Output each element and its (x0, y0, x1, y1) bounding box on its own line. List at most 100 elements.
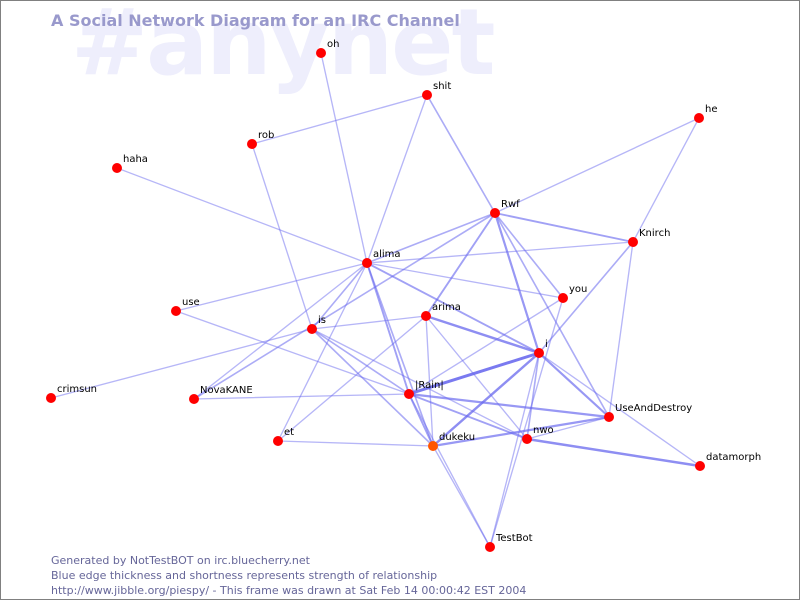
node-dot[interactable] (422, 90, 432, 100)
edge-rob-shit (251, 94, 428, 145)
node-dot[interactable] (694, 113, 704, 123)
node-dot[interactable] (273, 436, 283, 446)
edge-arima-dukeku (425, 315, 434, 447)
edge-i-dukeku (431, 351, 541, 448)
node-novakane[interactable]: NovaKANE (189, 385, 253, 404)
edge-alima-dukeku (366, 262, 434, 447)
edge-oh-alima (320, 52, 368, 264)
node-dot[interactable] (428, 441, 438, 451)
edge-shit-alima (366, 94, 428, 264)
node-datamorph[interactable]: datamorph (695, 452, 761, 471)
edge-he-knirch (632, 117, 700, 243)
edge-dukeku-useanddestroy (431, 415, 611, 448)
edge-is-crimsun (50, 328, 313, 399)
node-label: you (569, 284, 587, 295)
edge-arima-is (311, 315, 427, 330)
node-dot[interactable] (307, 324, 317, 334)
edge-rwf-arima (425, 212, 496, 317)
node-crimsun[interactable]: crimsun (46, 384, 97, 403)
footer-generated-by: Generated by NotTestBOT on irc.bluecherr… (51, 554, 310, 567)
node-i[interactable]: i (534, 339, 548, 358)
edge-dukeku-testbot (432, 445, 491, 548)
node-dot[interactable] (316, 48, 326, 58)
node-dot[interactable] (485, 542, 495, 552)
edge-nwo-datamorph (525, 437, 702, 468)
edge-rain-useanddestroy (407, 392, 611, 419)
node-dot[interactable] (490, 208, 500, 218)
edge-rwf-you (494, 212, 564, 299)
edge-i-rain (407, 351, 541, 396)
node-et[interactable]: et (273, 427, 294, 446)
edge-shit-rwf (426, 94, 496, 214)
node-label: i (545, 339, 548, 350)
edge-i-nwo (526, 352, 540, 440)
node-dot[interactable] (362, 258, 372, 268)
node-label: Rwf (501, 199, 520, 210)
node-nwo[interactable]: nwo (522, 425, 554, 444)
node-knirch[interactable]: Knirch (628, 228, 670, 247)
node-dot[interactable] (558, 293, 568, 303)
node-he[interactable]: he (694, 104, 718, 123)
edge-arima-nwo (425, 315, 528, 440)
node-dot[interactable] (247, 139, 257, 149)
edge-alima-rain (366, 262, 410, 395)
edge-alima-you (366, 262, 564, 299)
node-is[interactable]: is (307, 315, 326, 334)
node-label: dukeku (439, 432, 475, 443)
diagram-title: A Social Network Diagram for an IRC Chan… (51, 11, 460, 30)
edge-novakane-rain (193, 393, 410, 400)
edge-is-dukeku (311, 328, 434, 447)
node-dot[interactable] (628, 237, 638, 247)
edge-rwf-i (493, 211, 541, 355)
node-dukeku[interactable]: dukeku (428, 432, 475, 451)
node-label: oh (327, 39, 339, 50)
edge-alima-novakane (193, 262, 368, 400)
edge-alima-knirch (366, 241, 634, 264)
node-rwf[interactable]: Rwf (490, 199, 520, 218)
node-label: et (284, 427, 294, 438)
node-dot[interactable] (171, 306, 181, 316)
edge-rwf-novakane (193, 212, 496, 400)
channel-watermark: #anynet (71, 0, 496, 96)
node-testbot[interactable]: TestBot (485, 533, 533, 552)
edge-rwf-useanddestroy (494, 212, 610, 418)
node-label: datamorph (706, 452, 761, 463)
node-useanddestroy[interactable]: UseAndDestroy (604, 403, 692, 422)
node-arima[interactable]: arima (421, 302, 461, 321)
edge-haha-alima (116, 167, 368, 264)
node-label: NovaKANE (200, 385, 253, 396)
node-label: |Rain| (415, 380, 444, 391)
node-label: use (182, 297, 200, 308)
node-dot[interactable] (189, 394, 199, 404)
node-dot[interactable] (46, 393, 56, 403)
edge-alima-is (311, 262, 368, 330)
node-shit[interactable]: shit (422, 81, 451, 100)
node-dot[interactable] (534, 348, 544, 358)
node-dot[interactable] (404, 389, 414, 399)
footer-url-timestamp: http://www.jibble.org/piespy/ - This fra… (51, 584, 527, 597)
edge-et-dukeku (277, 440, 434, 447)
node-dot[interactable] (604, 412, 614, 422)
node-label: rob (258, 130, 274, 141)
node-rob[interactable]: rob (247, 130, 274, 149)
node-label: TestBot (495, 533, 533, 544)
node-use[interactable]: use (171, 297, 200, 316)
node-rain[interactable]: |Rain| (404, 380, 444, 399)
edge-is-nwo (311, 328, 528, 440)
node-dot[interactable] (421, 311, 431, 321)
node-alima[interactable]: alima (362, 249, 401, 268)
edge-i-datamorph (538, 352, 701, 467)
edge-rain-dukeku (408, 393, 434, 447)
node-haha[interactable]: haha (112, 154, 148, 173)
edge-i-useanddestroy (537, 351, 611, 419)
node-you[interactable]: you (558, 284, 587, 303)
node-oh[interactable]: oh (316, 39, 339, 58)
edge-alima-et (277, 262, 368, 442)
node-dot[interactable] (522, 434, 532, 444)
node-dot[interactable] (112, 163, 122, 173)
edge-alima-i (366, 262, 540, 354)
footer: Generated by NotTestBOT on irc.bluecherr… (51, 553, 526, 598)
node-dot[interactable] (695, 461, 705, 471)
